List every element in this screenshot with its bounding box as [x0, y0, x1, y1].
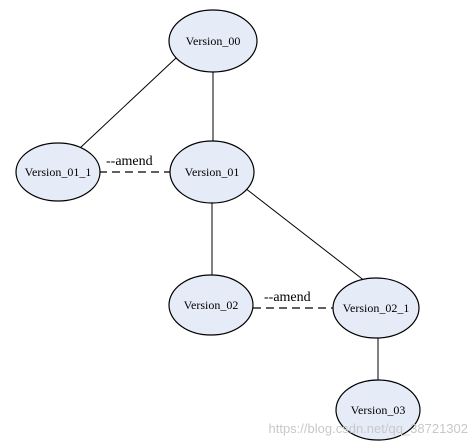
node-label: Version_00: [186, 34, 241, 48]
node-version-01: Version_01: [169, 140, 255, 204]
node-label: Version_02_1: [343, 301, 410, 315]
node-label: Version_01: [185, 165, 240, 179]
node-version-01-1: Version_01_1: [15, 142, 101, 202]
edge-v01-v02_1: [244, 187, 371, 286]
node-version-02-1: Version_02_1: [332, 277, 420, 339]
node-version-00: Version_00: [168, 9, 258, 73]
amend-label-bottom: --amend: [264, 290, 311, 305]
node-label: Version_01_1: [25, 165, 92, 179]
watermark: https://blog.csdn.net/qq_38721302: [269, 421, 469, 436]
node-version-02: Version_02: [168, 274, 254, 336]
edge-v00-v01_1: [79, 57, 177, 149]
node-label: Version_03: [351, 403, 406, 417]
node-label: Version_02: [184, 298, 239, 312]
amend-label-top: --amend: [106, 154, 153, 169]
node-version-03: Version_03: [335, 379, 421, 441]
